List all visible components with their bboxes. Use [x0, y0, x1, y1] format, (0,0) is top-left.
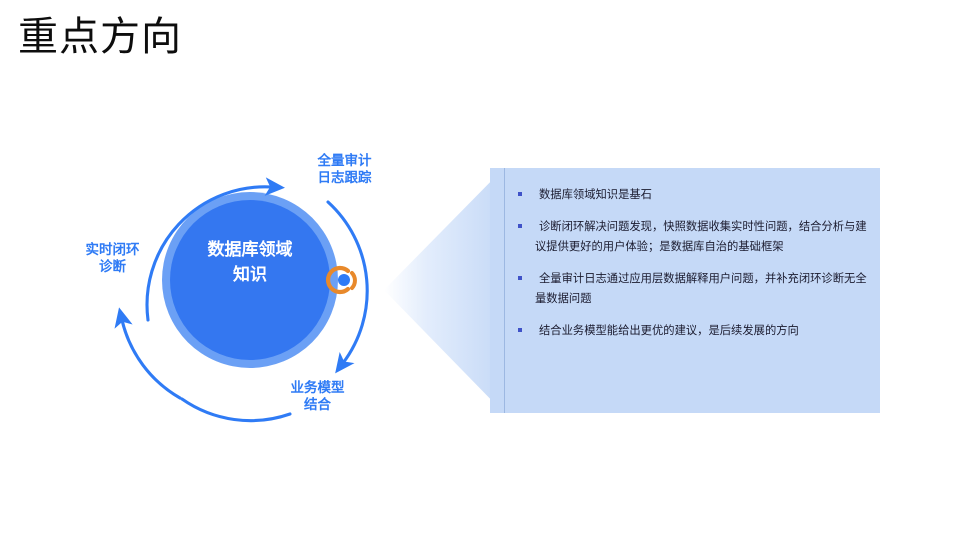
ring-label-business-model-line1: 业务模型: [290, 380, 345, 395]
arrow-right: [326, 200, 369, 374]
bullet-dot-icon: [518, 224, 522, 229]
ring-label-business-model-line2: 结合: [304, 396, 331, 412]
ring-label-business-model: 业务模型 结合: [270, 380, 365, 414]
page-title: 重点方向: [18, 15, 182, 59]
ring-label-audit-log-line2: 日志跟踪: [317, 169, 372, 185]
callout-wedge: [384, 168, 504, 413]
bullet-dot-icon: [518, 192, 522, 196]
bullet-list: 数据库领域知识是基石 诊断闭环解决问题发现，快照数据收集实时性问题，结合分析与建…: [518, 186, 868, 342]
bullet-item: 诊断闭环解决问题发现，快照数据收集实时性问题，结合分析与建议提供更好的用户体验；…: [518, 218, 868, 257]
ring-label-realtime-diagnosis-line1: 实时闭环: [85, 242, 140, 257]
callout-container: 数据库领域知识是基石 诊断闭环解决问题发现，快照数据收集实时性问题，结合分析与建…: [380, 160, 900, 422]
ring-label-audit-log-line1: 全量审计: [317, 153, 372, 168]
panel-divider: [504, 168, 505, 413]
cycle-graphics: [114, 177, 369, 423]
arrow-top: [145, 177, 285, 322]
bullet-item: 数据库领域知识是基石: [518, 186, 868, 205]
orange-c-marker: [325, 265, 357, 295]
arrow-left: [114, 307, 182, 400]
info-panel: [490, 168, 880, 413]
bullet-dot-icon: [518, 276, 522, 281]
bullet-text: 全量审计日志通过应用层数据解释用户问题，并补充闭环诊断无全量数据问题: [535, 273, 867, 305]
bullet-dot-icon: [518, 328, 522, 333]
ring-label-realtime-diagnosis: 实时闭环 诊断: [65, 242, 160, 276]
ring-label-realtime-diagnosis-line2: 诊断: [99, 258, 126, 274]
bullet-text: 数据库领域知识是基石: [539, 189, 652, 201]
bullet-text: 结合业务模型能给出更优的建议，是后续发展的方向: [539, 325, 799, 338]
ring-label-audit-log: 全量审计 日志跟踪: [297, 153, 392, 187]
core-circle: [170, 200, 330, 360]
bullet-item: 全量审计日志通过应用层数据解释用户问题，并补充闭环诊断无全量数据问题: [518, 270, 868, 309]
arrow-bottom: [180, 397, 292, 423]
bullet-text: 诊断闭环解决问题发现，快照数据收集实时性问题，结合分析与建议提供更好的用户体验；…: [535, 221, 867, 253]
bullet-item: 结合业务模型能给出更优的建议，是后续发展的方向: [518, 322, 868, 341]
